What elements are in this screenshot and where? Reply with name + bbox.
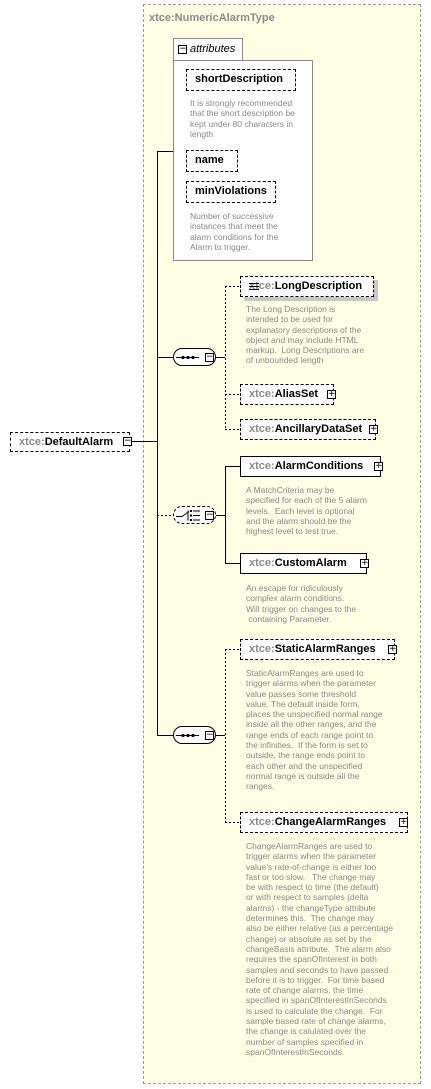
element-name: AliasSet — [274, 388, 319, 400]
collapse-icon[interactable]: − — [205, 510, 214, 520]
static-alarm-ranges-doc: StaticAlarmRanges are used to trigger al… — [246, 668, 383, 792]
default-alarm-element[interactable]: xtce:DefaultAlarm — [10, 432, 130, 452]
change-alarm-ranges-doc: ChangeAlarmRanges are used to trigger al… — [246, 841, 393, 1057]
attribute-name: minViolations — [195, 185, 267, 197]
attribute-doc: It is strongly recommended that the shor… — [190, 98, 295, 139]
attributes-tab[interactable] — [173, 38, 243, 60]
long-description-element[interactable]: xtce:LongDescription — [240, 276, 374, 297]
long-description-doc: The Long Description is intended to be u… — [246, 304, 365, 366]
namespace-label: xtce: — [249, 643, 275, 655]
attribute-name: shortDescription — [195, 73, 284, 85]
attribute-short-description[interactable]: shortDescription — [186, 69, 296, 91]
collapse-icon[interactable]: − — [123, 436, 132, 446]
change-alarm-ranges-element[interactable]: xtce:ChangeAlarmRanges — [240, 812, 408, 833]
collapse-icon[interactable]: − — [205, 352, 214, 362]
alarm-conditions-element[interactable]: xtce:AlarmConditions — [240, 456, 381, 477]
attribute-min-violations[interactable]: minViolations — [186, 181, 276, 203]
element-name: StaticAlarmRanges — [274, 643, 376, 655]
expand-icon[interactable]: + — [399, 817, 408, 827]
type-title: xtce:NumericAlarmType — [149, 12, 275, 24]
namespace-label: xtce: — [249, 388, 275, 400]
namespace-label: xtce: — [249, 460, 275, 472]
collapse-icon[interactable]: − — [178, 44, 187, 54]
static-alarm-ranges-element[interactable]: xtce:StaticAlarmRanges — [240, 639, 395, 660]
element-name: AlarmConditions — [274, 460, 364, 472]
element-name: CustomAlarm — [274, 557, 347, 569]
ancillary-data-set-element[interactable]: xtce:AncillaryDataSet — [240, 419, 376, 440]
namespace-label: xtce: — [249, 423, 275, 435]
simple-content-icon — [249, 283, 259, 290]
expand-icon[interactable]: + — [360, 558, 369, 568]
attribute-doc: Number of successive instances that meet… — [190, 211, 279, 252]
expand-icon[interactable]: + — [369, 424, 378, 434]
sequence-dots-icon — [176, 733, 199, 738]
attribute-name-field[interactable]: name — [186, 150, 238, 172]
expand-icon[interactable]: + — [327, 389, 336, 399]
custom-alarm-doc: An escape for ridiculously complex alarm… — [246, 583, 357, 624]
alias-set-element[interactable]: xtce:AliasSet — [240, 384, 334, 405]
choice-switch-icon — [176, 510, 200, 521]
alarm-conditions-doc: A MatchCriteria may be specified for eac… — [246, 485, 367, 537]
namespace-label: xtce: — [249, 816, 275, 828]
element-name: ChangeAlarmRanges — [274, 816, 386, 828]
collapse-icon[interactable]: − — [205, 730, 214, 740]
default-alarm-name: DefaultAlarm — [44, 436, 114, 448]
expand-icon[interactable]: + — [374, 461, 383, 471]
attribute-name: name — [195, 154, 224, 166]
sequence-dots-icon — [176, 355, 199, 360]
default-alarm-namespace: xtce: — [19, 436, 45, 448]
element-name: LongDescription — [274, 280, 363, 292]
custom-alarm-element[interactable]: xtce:CustomAlarm — [240, 553, 367, 574]
attributes-title: attributes — [190, 43, 236, 55]
expand-icon[interactable]: + — [388, 644, 397, 654]
element-name: AncillaryDataSet — [274, 423, 363, 435]
namespace-label: xtce: — [249, 557, 275, 569]
